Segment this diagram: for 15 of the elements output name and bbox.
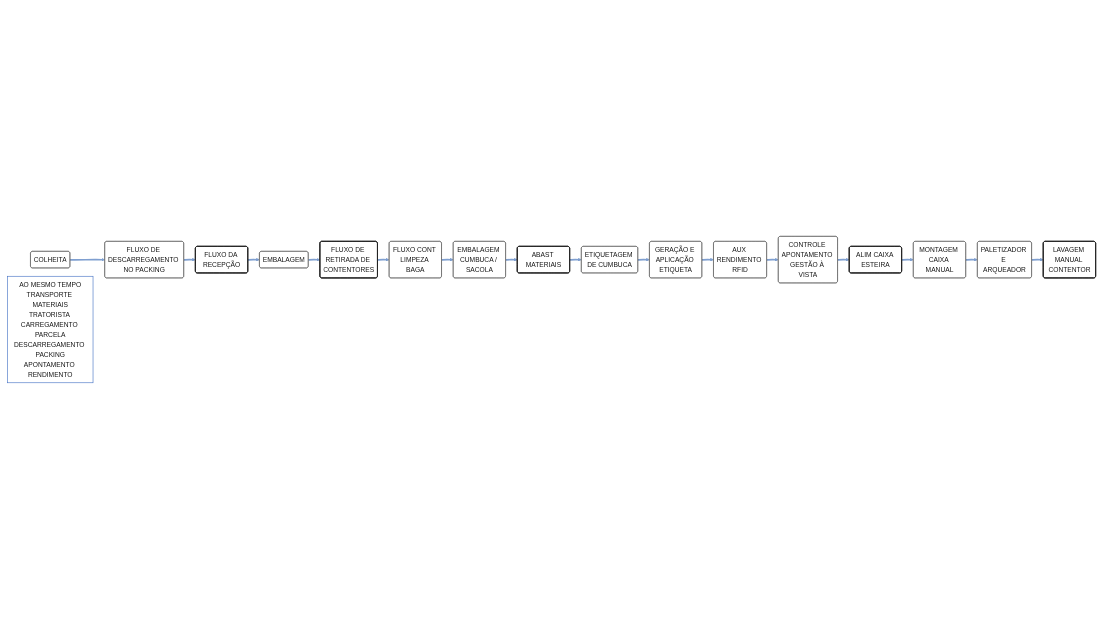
arrow (504, 258, 518, 262)
arrow (69, 258, 106, 262)
arrow (183, 258, 196, 262)
arrow (247, 258, 260, 262)
arrow (637, 258, 650, 262)
arrow (440, 258, 454, 262)
arrow (901, 258, 914, 262)
arrow (376, 258, 390, 262)
arrow (766, 258, 779, 262)
arrow (307, 258, 321, 262)
arrow (1030, 258, 1044, 262)
arrow (965, 258, 978, 262)
arrow (836, 258, 850, 262)
arrow (701, 258, 714, 262)
arrow (569, 258, 582, 262)
